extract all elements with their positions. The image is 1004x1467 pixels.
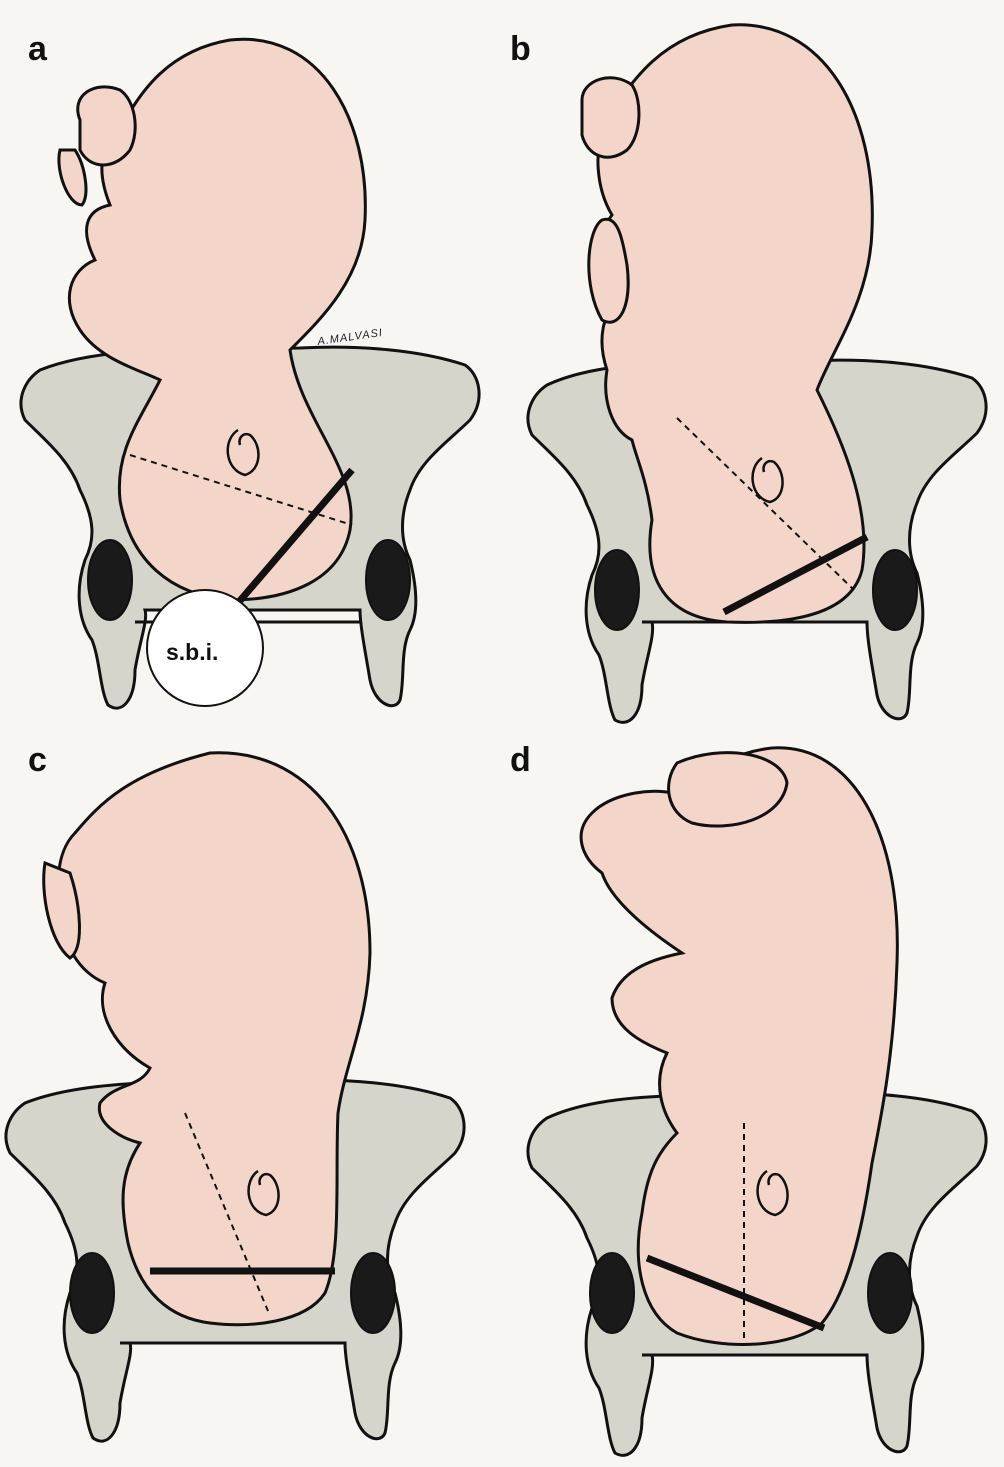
head-diameter-solid (722, 533, 869, 616)
fetal-ear (226, 428, 260, 477)
sacral-foramina (594, 549, 918, 631)
panel-d-illustration (526, 746, 988, 1457)
sacral-foramina (87, 539, 411, 621)
head-diameter-dashed (676, 417, 855, 591)
sbi-label: s.b.i. (166, 639, 218, 665)
panel-a: s.b.i. A.MALVASI a (0, 0, 502, 733)
fetal-ear (247, 1169, 280, 1217)
sbi-circle (146, 589, 264, 707)
panel-d: d (502, 733, 1004, 1466)
panel-b: b (502, 0, 1004, 733)
head-diameter-dashed (129, 454, 353, 526)
head-diameter-solid (235, 467, 355, 606)
panel-a-illustration: s.b.i. A.MALVASI (19, 37, 481, 710)
panel-label-b: b (510, 30, 531, 68)
fetal-ear (756, 1169, 789, 1217)
panel-c: c (0, 733, 502, 1466)
fetus (42, 751, 372, 1327)
head-diameter-dashed (184, 1112, 269, 1312)
panel-b-illustration (526, 23, 988, 724)
panel-c-illustration (4, 751, 466, 1443)
panel-label-c: c (28, 741, 47, 779)
head-diameter-solid (645, 1254, 826, 1332)
artist-signature: A.MALVASI (316, 327, 384, 348)
fetus (579, 746, 899, 1346)
panel-label-d: d (510, 741, 531, 779)
fetal-ear (751, 456, 784, 504)
sacral-foramina (69, 1252, 396, 1334)
sacral-foramina (589, 1252, 913, 1334)
panel-label-a: a (28, 30, 47, 68)
fetus (580, 23, 874, 624)
